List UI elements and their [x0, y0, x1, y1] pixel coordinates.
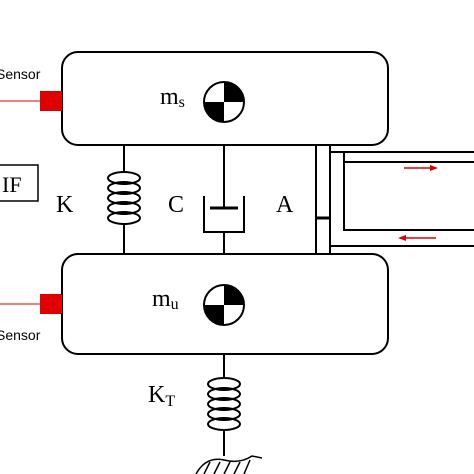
damper: [203, 145, 245, 254]
bottom-sensor-block: [40, 294, 62, 314]
if-box-label: IF: [2, 172, 22, 197]
bottom-sensor-label: Sensor: [0, 327, 41, 343]
ground-hatch-icon: [195, 455, 263, 474]
unsprung-mass-label: mu: [152, 286, 179, 313]
tire-spring-label: KT: [148, 382, 175, 410]
flow-arrow-left: [398, 235, 436, 241]
sprung-center-of-mass-icon: [203, 81, 245, 123]
suspension-spring: [107, 145, 141, 254]
unsprung-center-of-mass-icon: [203, 284, 245, 326]
actuator: [315, 145, 474, 254]
flow-arrow-right: [404, 165, 438, 171]
tire-spring: [207, 354, 241, 456]
sprung-mass-label: ms: [160, 84, 185, 111]
spring-label: K: [56, 192, 74, 218]
actuator-label: A: [276, 192, 294, 218]
damper-label: C: [168, 192, 184, 218]
top-sensor-block: [40, 91, 62, 111]
if-box: [0, 164, 39, 202]
top-sensor-label: Sensor: [0, 66, 41, 82]
